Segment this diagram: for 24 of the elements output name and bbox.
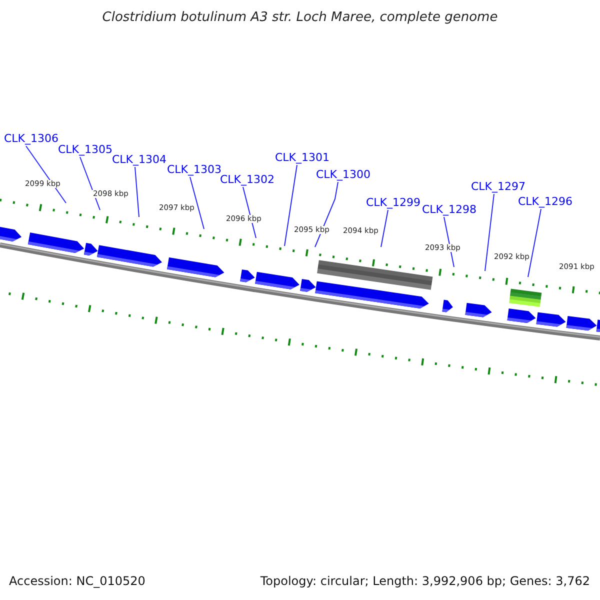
leader-line: [134, 166, 140, 218]
leader-line: [314, 182, 338, 248]
footer-text: Topology: circular; Length: 3,992,906 bp; Genes: 3,762: [260, 575, 590, 587]
gene-label: CLK_1303: [167, 164, 222, 175]
gene-label: CLK_1298: [422, 204, 477, 215]
leader-line: [484, 194, 494, 272]
gene-label: CLK_1302: [220, 174, 275, 185]
footer-text: Accession: NC_010520: [9, 575, 146, 587]
leader-line: [190, 176, 204, 230]
leader-line: [284, 164, 298, 246]
gene-label: CLK_1299: [366, 197, 421, 208]
title: Clostridium botulinum A3 str. Loch Maree, complete genome: [101, 11, 499, 24]
leader-line: [528, 208, 542, 278]
gene-label: CLK_1306: [4, 133, 59, 144]
gene-label: CLK_1304: [112, 154, 167, 165]
gene-label: CLK_1296: [518, 196, 573, 207]
gene-label: CLK_1297: [471, 181, 526, 192]
leader-line: [380, 210, 388, 248]
leader-line: [80, 156, 100, 210]
gene-label: CLK_1305: [58, 144, 113, 155]
gene-label: CLK_1301: [275, 152, 330, 163]
leader-line: [26, 146, 66, 204]
leader-line: [444, 216, 454, 268]
gene-label: CLK_1300: [316, 169, 371, 180]
